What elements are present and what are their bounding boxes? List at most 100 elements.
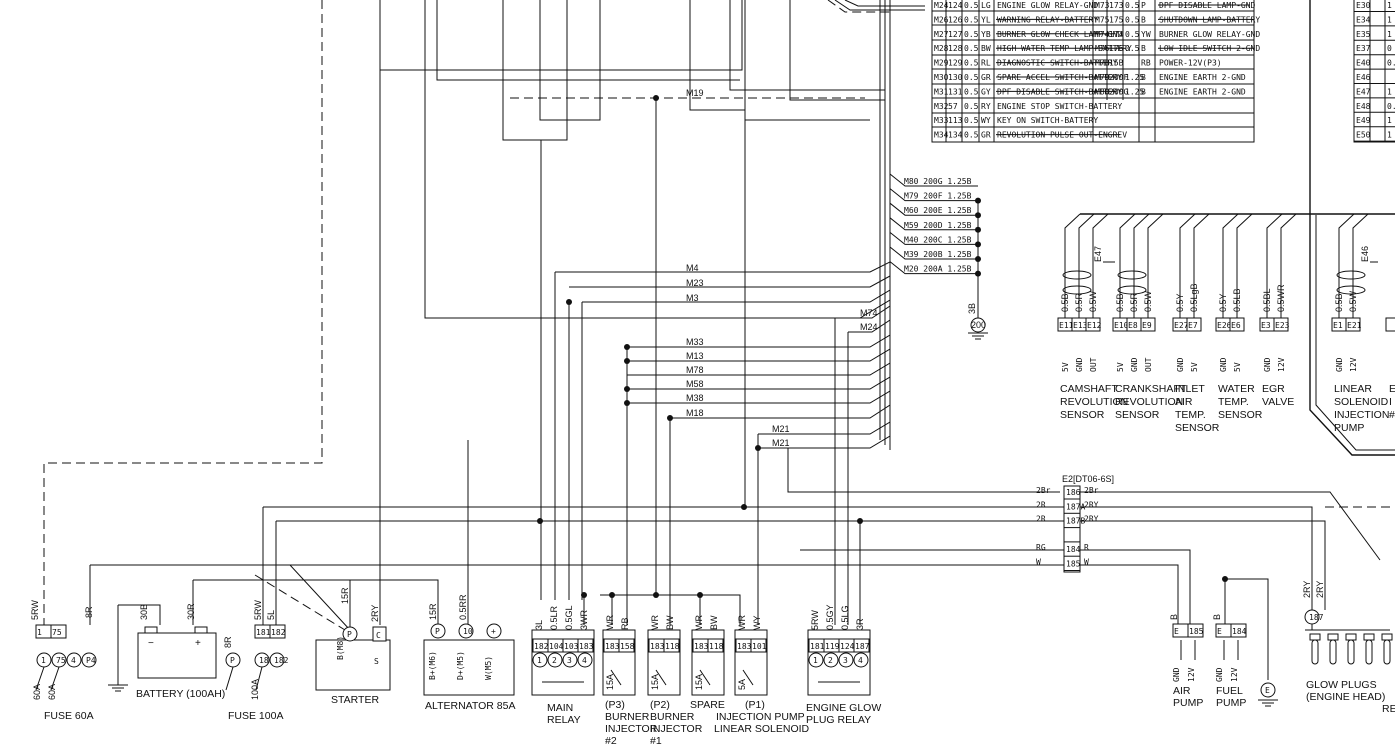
earth-wire-label: M20 200A 1.25B [904,265,972,274]
legend-row-id: M24 [934,1,949,10]
terminal-label: 187 [1309,613,1324,622]
pin-label: 1 [37,628,42,637]
terminal-circle [577,652,593,668]
pin-label: E6 [1231,321,1241,330]
terminal-label: 3 [843,656,848,665]
sensor-name: INJECTION [1334,409,1389,421]
legend-row-color: B [1141,15,1146,24]
svg-text:M38: M38 [686,393,704,403]
wire-label: 2RY [1302,581,1312,598]
pin-label: 183D [694,642,713,651]
e2-right-color: 2Br [1084,486,1099,495]
legend-row-id: M30 [934,73,949,82]
earth-wire [889,261,978,275]
legend-row-color: B [1141,44,1146,53]
pin-label: 182 [271,628,286,637]
pin-box [577,638,594,653]
svg-text:M4: M4 [686,263,699,273]
wire-label: 3L [534,620,544,630]
partial-label: E [1389,383,1395,395]
pin-label: E10 [1114,321,1129,330]
wire-label: 30R [186,603,196,620]
battery-negative: − [148,638,154,649]
terminal-label: E [1265,686,1270,695]
terminal-circle [458,623,474,639]
wire-label: B [1212,614,1222,620]
pin-label: 181 [256,628,271,637]
legend-row-desc: ENGINE EARTH 2-GND [1159,87,1246,96]
svg-text:M23: M23 [686,278,704,288]
wire-label: 2RY [370,605,380,622]
legend-row-num: 200F [1109,73,1128,82]
e2-left-color: RG [1036,543,1046,552]
harness-dashed-top [827,0,890,13]
pin-value: 5V [1233,362,1242,372]
sensor-name: INLET [1175,383,1205,395]
terminal-circle [1260,682,1276,698]
edge-row-id: E35 [1356,30,1371,39]
terminal-label: 4 [71,656,76,665]
pin-label: E1 [1333,321,1343,330]
legend-row-desc: ENGINE GLOW RELAY-GND [997,1,1098,10]
legend-row-color: RY [981,102,991,111]
fuse-100a-label: FUSE 100A [228,710,283,722]
pin-box [853,638,870,653]
edge-row-id: E46 [1356,73,1371,82]
sensor-name: SOLENOID [1334,396,1389,408]
sensor-wire [1193,213,1210,318]
pin-value: 12V [1187,667,1196,682]
e2-pin: 184 [1066,545,1081,554]
pin-box [707,638,724,653]
terminal-label: 4 [858,656,863,665]
fuse-rating: 100A [250,679,260,700]
edge-row-value: 1 [1387,15,1392,24]
pin-label: 183E [737,642,756,651]
wire-label: 5RW [810,610,820,630]
ecu-outline [1309,0,1395,456]
svg-text:M21: M21 [772,438,790,448]
starter-label: STARTER [331,694,379,706]
air-pump-label: PUMP [1173,697,1203,709]
terminal-label: 2 [828,656,833,665]
terminal-label: 182 [274,656,289,665]
pin-label: E12 [1087,321,1102,330]
harness-top-line [834,0,925,11]
power-wires-left [90,440,741,685]
legend-row-color: GY [981,87,991,96]
terminal-label: 1 [813,656,818,665]
shield-icon [1336,270,1366,280]
e2-left-color: 2Br [1036,486,1051,495]
earth-wire-label: M40 200C 1.25B [904,235,972,244]
sensor-wire [1078,213,1095,318]
harness-dashed-line-left [43,0,323,625]
burner-injector-1-label: INJECTOR [650,723,703,735]
legend-row-size: 0.5 [964,131,979,140]
terminal-label: + [491,627,496,636]
legend-row-id: M33 [934,116,949,125]
e2-left-color: 2R [1036,515,1046,524]
pin-label: E [1217,627,1222,636]
pin-label: 103 [564,642,579,651]
linear-solenoid-label: LINEAR SOLENOID [714,723,810,735]
terminal-circle [532,652,548,668]
sensor-wire [1352,213,1369,318]
edge-row-id: E49 [1356,116,1371,125]
legend-row-num: 128 [948,44,963,53]
terminal-circle [269,652,285,668]
wire-label: WR [694,615,704,630]
terminal-circle [430,623,446,639]
shield-icon [1062,270,1092,280]
e2-left-color: W [1036,558,1041,567]
pin-value: GND [1215,667,1224,682]
pin-label: 124 [840,642,855,651]
earth-wire [889,246,978,260]
earth-point-200 [970,317,986,333]
harness-top-line-2 [844,0,925,7]
e2-right-color: 2RY [1084,500,1099,509]
burner-injector-2-label: BURNER [605,711,650,723]
